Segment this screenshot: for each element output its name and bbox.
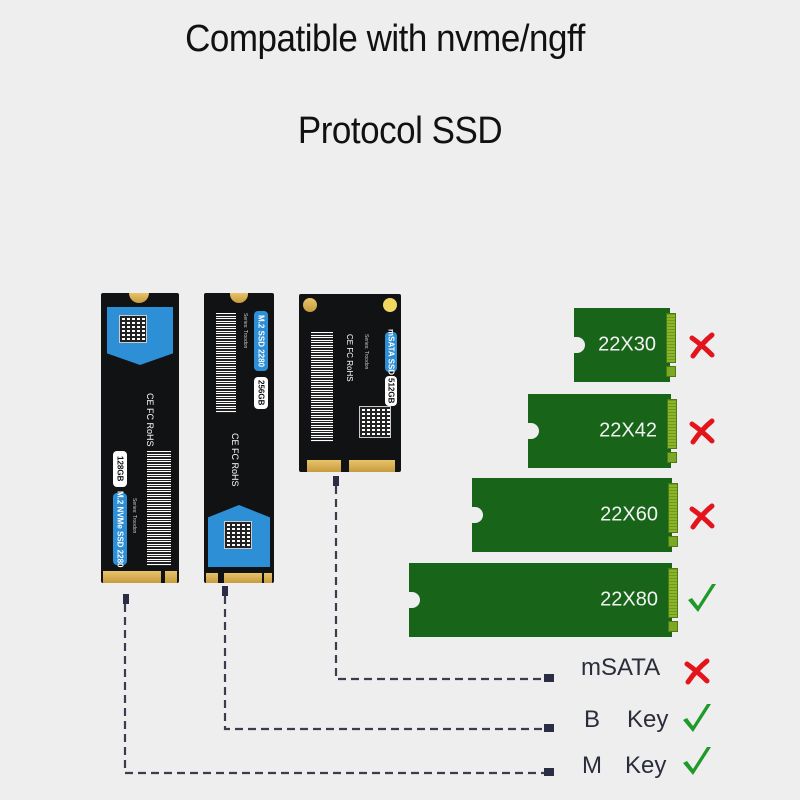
cert-text: CE FC RoHS [145,393,155,447]
check-icon [688,584,716,612]
cert-text: CE FC RoHS [345,334,354,382]
edge-connector-small [264,573,272,583]
mounting-hole [383,298,397,312]
size-label: 22X30 [598,333,656,356]
ssd-nvme-2280: CE FC RoHS 128GB M.2 NVMe SSD 2280 Serie… [101,293,179,583]
cert-text: CE FC RoHS [230,433,240,487]
interface-label-b-key: Key [627,706,669,733]
cross-icon [684,658,710,685]
card-22x60: 22X60 [471,478,678,552]
edge-connector [103,571,161,583]
edge-connector [224,573,262,583]
cross-icon [689,503,715,530]
line-m-key [123,604,550,775]
edge-connector [349,460,395,472]
interface-label-m: M [582,752,602,779]
barcode [147,451,171,566]
card-notch [573,337,585,353]
endcap [222,586,228,596]
endcap [333,476,339,486]
card-pins-small [668,536,678,547]
barcode [216,313,236,413]
size-label: 22X80 [600,588,658,611]
endcap [123,594,129,604]
line-b-key [223,596,550,731]
series-text: Series: Troodon [131,498,137,534]
edge-connector-small [206,573,218,583]
card-notch [471,507,483,523]
check-icon [683,747,711,775]
mounting-notch [230,293,248,303]
card-pins [667,399,677,449]
endcap [544,724,554,732]
size-label: 22X60 [600,503,658,526]
series-text: Series: Troodon [363,334,369,370]
interface-label-msata: mSATA [581,654,661,681]
qr-code [224,521,252,549]
qr-code [119,315,147,343]
card-pins-small [668,621,678,632]
card-pins [668,568,678,618]
card-pins [666,313,676,363]
ssd-sata-2280: M.2 SSD 2280 256GB Series: Troodon CE FC… [204,293,274,583]
card-pins-small [667,452,677,463]
capacity-tag: 256GB [254,377,268,409]
series-text: Series: Troodon [242,313,248,349]
card-pins [668,483,678,533]
endcap [544,674,554,682]
qr-code [359,406,391,438]
interface-label-b: B [584,706,601,733]
line-msata [334,486,550,681]
interface-label-m-key: Key [625,752,667,779]
size-label: 22X42 [599,419,657,442]
cross-icon [689,418,715,445]
cross-icon [689,332,715,359]
capacity-tag: 512GB [385,376,397,406]
heading-line-1: Compatible with nvme/ngff [185,18,585,60]
card-notch [527,423,539,439]
capacity-tag: 128GB [113,451,127,487]
card-notch [408,592,420,608]
card-22x42: 22X42 [527,394,677,468]
model-tag: M.2 SSD 2280 [254,311,268,371]
heading-line-2: Protocol SSD [297,110,503,152]
card-22x30: 22X30 [573,308,676,382]
barcode [311,332,333,442]
edge-connector-small [165,571,177,583]
endcap [544,768,554,776]
check-icon [683,704,711,732]
edge-connector [307,460,341,472]
model-tag: mSATA SSD [385,328,397,376]
card-22x80: 22X80 [408,563,678,637]
model-tag: M.2 NVMe SSD 2280 [113,491,127,567]
ssd-msata: CE FC RoHS Series: Troodon mSATA SSD 512… [299,294,401,472]
mounting-notch [129,293,149,303]
mounting-hole [303,298,317,312]
card-pins-small [666,366,676,377]
